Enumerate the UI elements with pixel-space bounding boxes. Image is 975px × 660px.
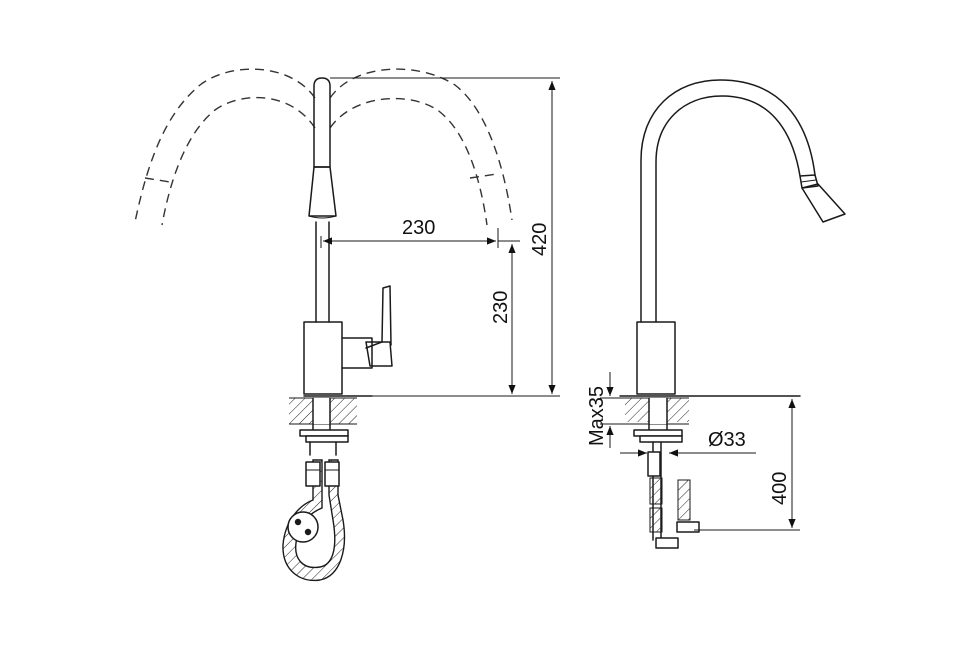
dim-reach-label: 230	[402, 217, 435, 239]
hoses-right	[647, 441, 700, 549]
right-body	[619, 321, 801, 397]
dimensions-right	[600, 372, 800, 531]
hose-loop	[282, 459, 346, 582]
deck-left	[289, 395, 373, 456]
dim-total-height-label: 420	[529, 223, 551, 256]
dim-spout-height-label: 230	[490, 291, 512, 324]
dim-hole-diameter-label: Ø33	[708, 429, 746, 451]
right-view	[600, 79, 846, 549]
deck-right	[600, 397, 689, 443]
dim-hose-length-label: 400	[769, 472, 791, 505]
dimensions-left	[320, 77, 560, 397]
swivel-arcs-dashed	[134, 68, 513, 226]
left-view	[134, 68, 560, 582]
gooseneck-spout	[640, 79, 846, 323]
faucet-body	[303, 285, 393, 395]
dim-max-thickness-label: Max35	[586, 386, 608, 446]
faucet-column	[308, 77, 337, 323]
